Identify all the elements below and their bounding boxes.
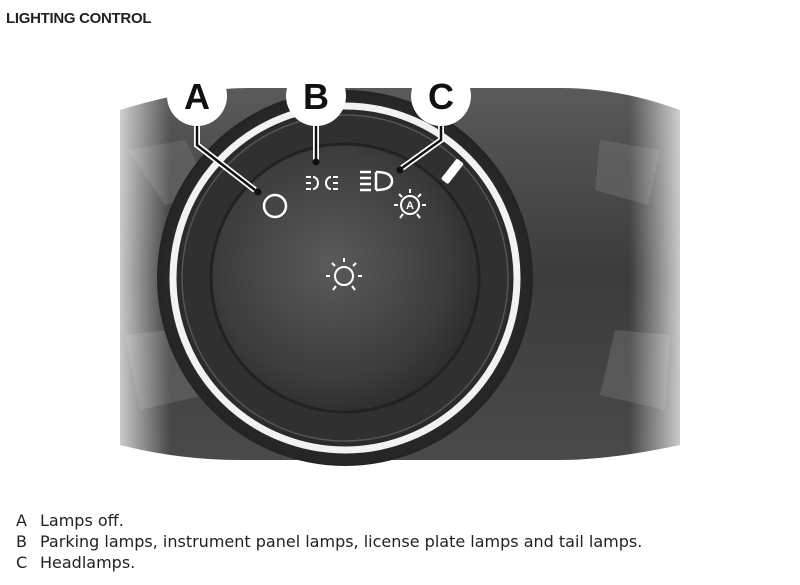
legend: A Lamps off. B Parking lamps, instrument… — [16, 510, 642, 573]
legend-text: Headlamps. — [40, 553, 136, 572]
callout-b: B — [286, 66, 346, 126]
legend-key: A — [16, 511, 27, 530]
legend-text: Parking lamps, instrument panel lamps, l… — [40, 532, 643, 551]
callout-c-label: C — [428, 76, 454, 117]
page-title: LIGHTING CONTROL — [6, 10, 152, 27]
svg-text:A: A — [406, 200, 414, 212]
legend-key: C — [16, 553, 28, 572]
callout-a: A — [167, 66, 227, 126]
lighting-control-illustration: A A B C — [100, 66, 700, 470]
legend-item: B Parking lamps, instrument panel lamps,… — [16, 531, 642, 552]
headlamps-icon — [360, 170, 394, 192]
headlamp-switch-knob — [157, 90, 533, 466]
lamps-off-circle-icon — [262, 193, 288, 219]
callout-c: C — [411, 66, 471, 126]
instrument-dimmer-icon — [326, 258, 362, 291]
legend-text: Lamps off. — [40, 511, 124, 530]
position-marker — [441, 159, 464, 184]
legend-key: B — [16, 532, 27, 551]
callout-leaders — [194, 120, 444, 196]
parking-lamps-icon — [306, 176, 338, 190]
auto-lamps-icon: A — [394, 189, 426, 219]
legend-item: C Headlamps. — [16, 552, 642, 573]
callout-b-label: B — [303, 76, 329, 117]
callout-a-label: A — [184, 76, 210, 117]
legend-item: A Lamps off. — [16, 510, 642, 531]
